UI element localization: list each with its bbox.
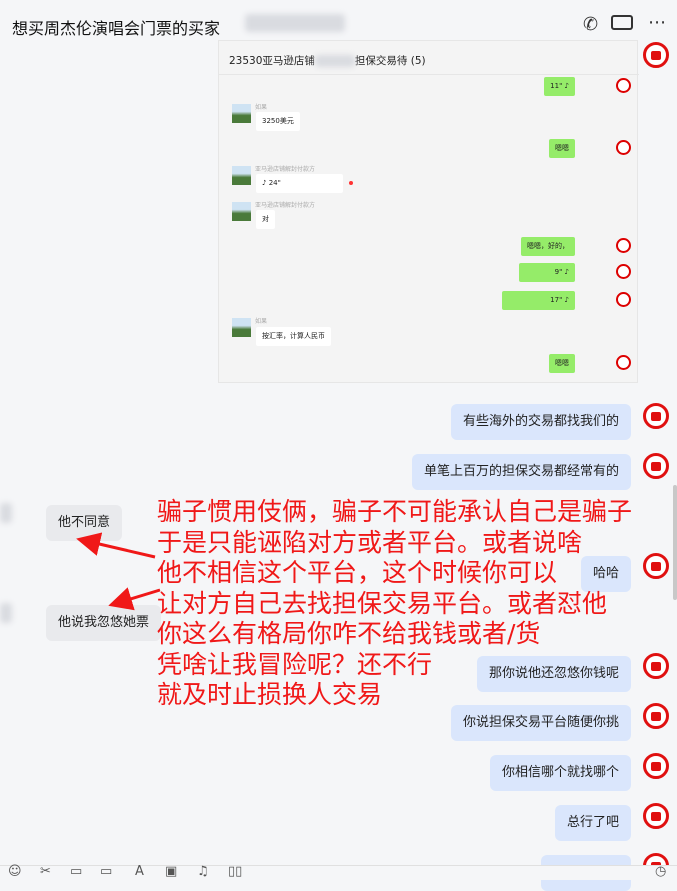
sender-name: 亚马逊店铺解封付款方 bbox=[255, 166, 316, 173]
message-bubble: 单笔上百万的担保交易都经常有的 bbox=[411, 454, 631, 490]
message: 按汇率，计算人民币 bbox=[256, 327, 331, 346]
screen-icon[interactable]: ▣ bbox=[165, 864, 178, 879]
sender-name: 如果 bbox=[255, 104, 268, 111]
voice-message[interactable]: ♪ 24" bbox=[256, 174, 343, 193]
input-toolbar: ☺ ✂ ▭ ▭ A ▣ ♫ ▯▯ ◷ bbox=[0, 864, 677, 880]
video-icon[interactable] bbox=[611, 15, 633, 30]
voice-message[interactable]: 11" ♪ bbox=[544, 77, 575, 96]
voice-icon[interactable]: ♫ bbox=[197, 864, 209, 879]
avatar[interactable] bbox=[643, 553, 669, 579]
history-icon[interactable]: ◷ bbox=[655, 864, 667, 879]
arrow-to-message bbox=[108, 587, 161, 611]
message-bubble: 你说担保交易平台随便你挑 bbox=[450, 705, 631, 741]
embedded-title-suffix: 担保交易待 (5) bbox=[354, 55, 426, 67]
avatar[interactable] bbox=[643, 453, 669, 479]
embedded-title: 23530亚马逊店铺 bbox=[229, 55, 315, 67]
avatar[interactable] bbox=[0, 503, 12, 523]
message: 对 bbox=[256, 210, 275, 229]
sender-name: 亚马逊店铺解封付款方 bbox=[255, 202, 316, 209]
avatar[interactable] bbox=[643, 42, 669, 68]
embedded-screenshot: 23530亚马逊店铺 担保交易待 (5) 11" ♪ 如果 3250美元 嗯嗯 亚… bbox=[218, 40, 639, 383]
chat-history-icon[interactable]: ▭ bbox=[100, 864, 113, 879]
text-icon[interactable]: A bbox=[135, 864, 144, 879]
message-bubble: 那你说他还忽悠你钱呢 bbox=[476, 656, 631, 692]
message-bubble: 哈哈 bbox=[580, 556, 631, 592]
scrollbar[interactable] bbox=[673, 485, 677, 600]
folder-icon[interactable]: ▭ bbox=[70, 864, 83, 879]
message-bubble: 他说我忽悠她票 bbox=[46, 605, 162, 641]
avatar[interactable] bbox=[643, 753, 669, 779]
message: 3250美元 bbox=[256, 112, 300, 131]
phone-icon[interactable]: ✆ bbox=[583, 14, 599, 35]
message: 嗯嗯 bbox=[549, 139, 575, 158]
avatar[interactable] bbox=[643, 803, 669, 829]
arrow-to-message bbox=[76, 532, 156, 559]
emoji-icon[interactable]: ☺ bbox=[8, 864, 22, 879]
message: 嗯嗯 bbox=[549, 354, 575, 373]
message: 嗯嗯，好的， bbox=[521, 237, 575, 256]
redacted-name bbox=[245, 14, 345, 32]
annotation-text: 骗子惯用伎俩，骗子不可能承认自己是骗子 于是只能诬陷对方或者平台。或者说啥 他不… bbox=[157, 497, 633, 709]
message-bubble: 他不同意 bbox=[46, 505, 123, 541]
avatar[interactable] bbox=[0, 603, 12, 623]
message-bubble: 有些海外的交易都找我们的 bbox=[450, 404, 631, 440]
avatar[interactable] bbox=[643, 653, 669, 679]
voice-message[interactable]: 9" ♪ bbox=[519, 263, 575, 282]
scissors-icon[interactable]: ✂ bbox=[40, 864, 51, 879]
avatar[interactable] bbox=[643, 403, 669, 429]
avatar[interactable] bbox=[643, 703, 669, 729]
sender-name: 如果 bbox=[255, 318, 268, 325]
message-bubble: 你相信哪个就找哪个 bbox=[489, 755, 631, 791]
more-icon[interactable]: ⋯ bbox=[648, 12, 666, 33]
chat-title: 想买周杰伦演唱会门票的买家 bbox=[12, 19, 221, 38]
message-bubble: 总行了吧 bbox=[554, 805, 631, 841]
voice-message[interactable]: 17" ♪ bbox=[502, 291, 575, 310]
apps-icon[interactable]: ▯▯ bbox=[228, 864, 243, 879]
